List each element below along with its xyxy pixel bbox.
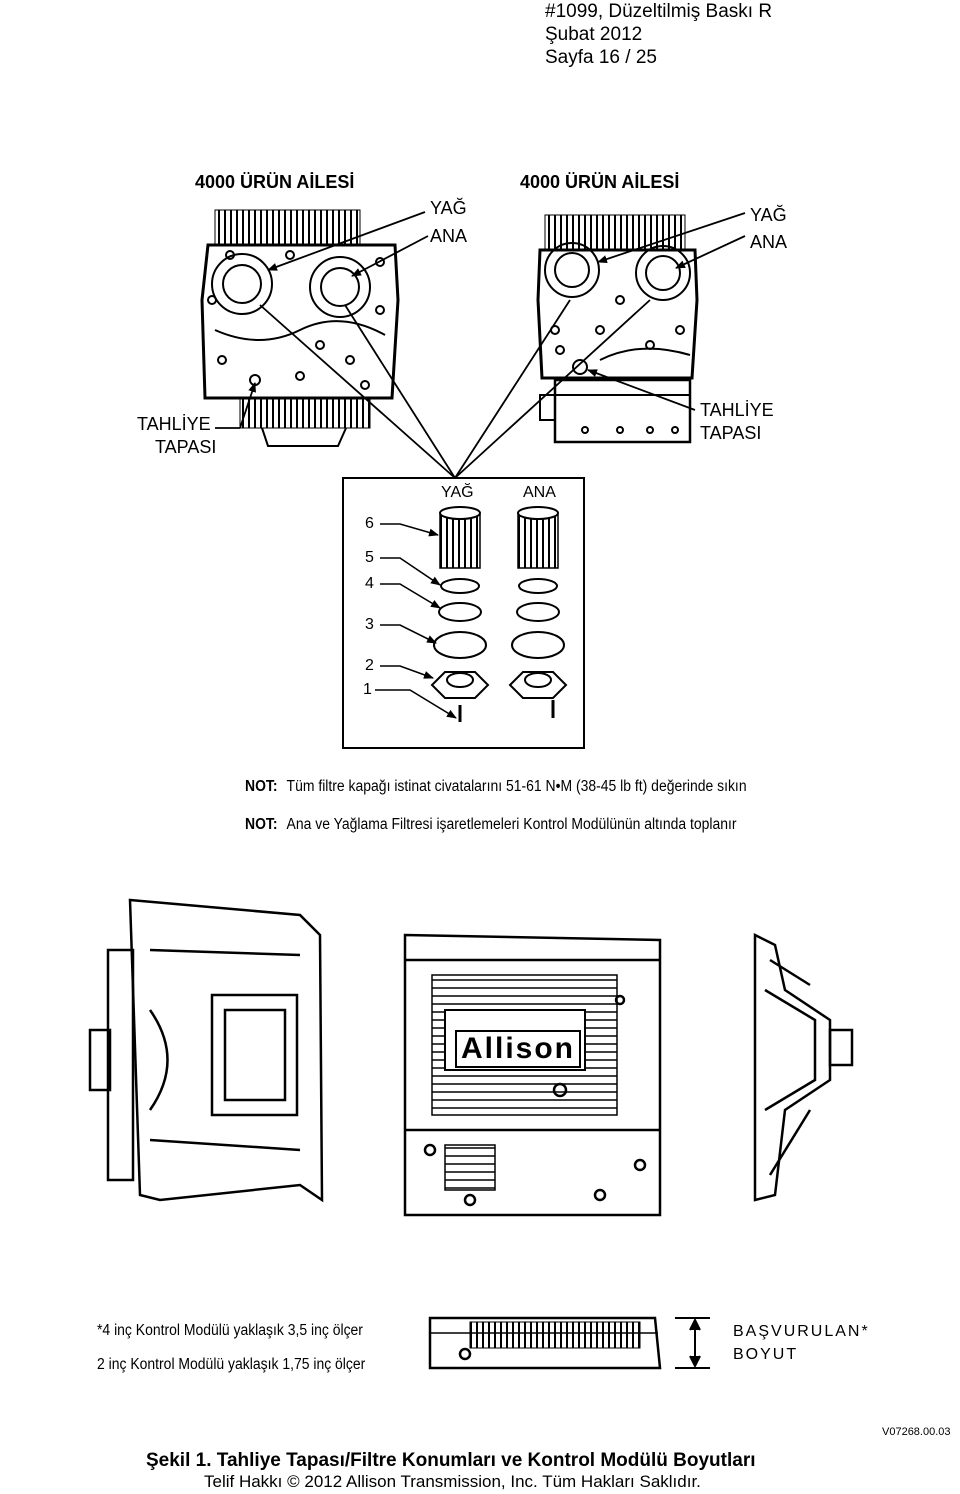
filter-inset: [342, 477, 585, 749]
doc-page-number: Sayfa 16 / 25: [545, 47, 657, 68]
note-markings: NOT: Ana ve Yağlama Filtresi işaretlemele…: [245, 816, 737, 834]
copyright: Telif Hakkı © 2012 Allison Transmission,…: [204, 1472, 701, 1491]
label-yag-left: YAĞ: [430, 198, 467, 218]
product-family-title-right: 4000 ÜRÜN AİLESİ: [520, 172, 680, 192]
control-module-outline: [428, 1316, 662, 1370]
figure-code: V07268.00.03: [882, 1426, 951, 1438]
figure-caption: Şekil 1. Tahliye Tapası/Filtre Konumları…: [146, 1450, 756, 1471]
transmission-side-right: [753, 932, 854, 1202]
label-yag-right: YAĞ: [750, 205, 787, 225]
note-torque: NOT: Tüm filtre kapağı istinat civataları…: [245, 778, 747, 796]
transmission-left-view: [200, 209, 400, 447]
callout-4: 4: [365, 575, 374, 592]
reference-dimension-label-2: BOYUT: [733, 1346, 799, 1363]
note-label: NOT:: [245, 778, 278, 795]
label-drain-plug-right-2: TAPASI: [700, 423, 762, 443]
note-text: Ana ve Yağlama Filtresi işaretlemeleri K…: [286, 816, 737, 833]
module-info-2in: 2 inç Kontrol Modülü yaklaşık 1,75 inç ö…: [97, 1356, 366, 1373]
label-ana-left: ANA: [430, 226, 468, 246]
callout-5: 5: [365, 549, 374, 566]
product-family-title-left: 4000 ÜRÜN AİLESİ: [195, 172, 355, 192]
callout-3: 3: [365, 616, 374, 633]
note-label: NOT:: [245, 816, 278, 833]
label-ana-right: ANA: [750, 232, 788, 252]
allison-logo: Allison: [455, 1030, 582, 1068]
callout-6: 6: [365, 515, 374, 532]
label-drain-plug-left-1: TAHLİYE: [137, 414, 211, 434]
doc-revision: #1099, Düzeltilmiş Baskı R: [545, 1, 773, 22]
label-drain-plug-right-1: TAHLİYE: [700, 400, 774, 420]
filter-label-ana: ANA: [523, 484, 556, 501]
top-callout-lines: [215, 211, 746, 479]
label-drain-plug-left-2: TAPASI: [155, 437, 217, 457]
transmission-side-middle: [403, 933, 662, 1217]
note-text: Tüm filtre kapağı istinat civatalarını 5…: [286, 778, 747, 795]
reference-dimension-label-1: BAŞVURULAN*: [733, 1323, 870, 1340]
transmission-side-left: [88, 898, 324, 1203]
dimension-marker: [675, 1317, 710, 1369]
filter-label-yag: YAĞ: [441, 484, 474, 501]
callout-2: 2: [365, 657, 374, 674]
doc-date: Şubat 2012: [545, 24, 643, 45]
callout-1: 1: [363, 681, 372, 698]
module-info-4in: *4 inç Kontrol Modülü yaklaşık 3,5 inç ö…: [97, 1322, 363, 1339]
